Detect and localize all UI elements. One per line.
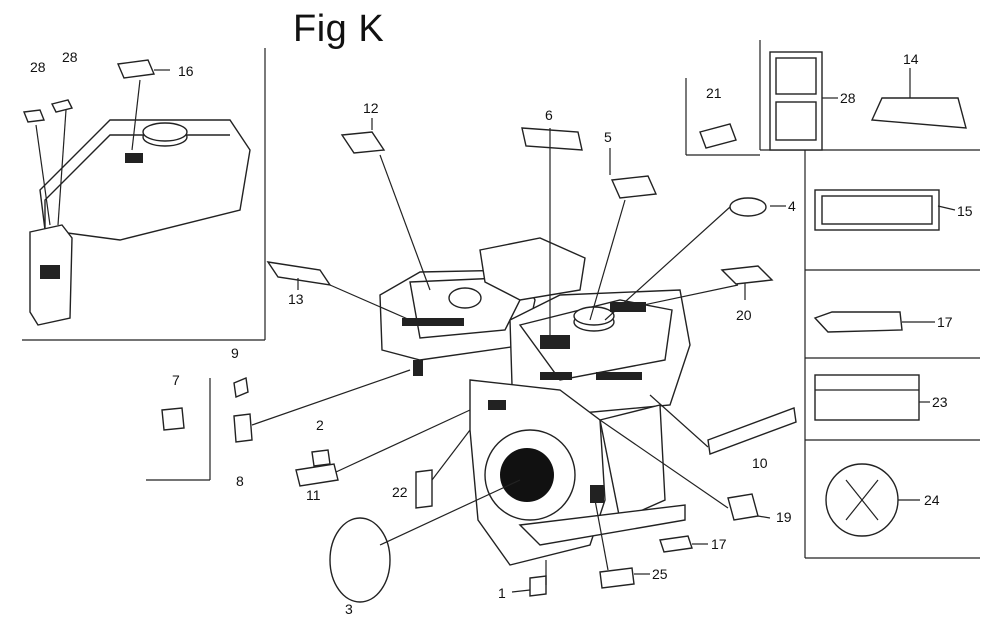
callout-29: 28: [30, 59, 46, 75]
callout-2: 2: [316, 417, 324, 433]
callout-numbers: 28 28 16 12 6 5 4 21 28 14 15 20 13 17 9…: [30, 49, 973, 617]
callout-6: 6: [545, 107, 553, 123]
inset-decals: [23, 59, 170, 123]
right-panel-decals: [769, 51, 967, 537]
callout-7: 7: [172, 372, 180, 388]
callout-19: 17: [711, 536, 727, 552]
callout-28b: 28: [840, 90, 856, 106]
callout-11: 11: [306, 487, 321, 503]
callout-21: 20: [736, 307, 752, 323]
callout-20: 19: [776, 509, 792, 525]
callout-22: 23: [932, 394, 948, 410]
callout-27: 25: [652, 566, 668, 582]
callout-25: 22: [392, 484, 408, 500]
callout-9: 9: [231, 345, 239, 361]
callout-12: 12: [363, 100, 379, 116]
callout-14: 14: [903, 51, 919, 67]
fuel-tank-inset: [29, 79, 251, 326]
callout-4: 4: [788, 198, 796, 214]
callout-28a: 28: [62, 49, 78, 65]
callout-10: 10: [752, 455, 768, 471]
callout-3: 3: [345, 601, 353, 617]
callout-5: 5: [604, 129, 612, 145]
callout-24: 24: [924, 492, 940, 508]
figure-title: Fig K: [293, 8, 385, 50]
callout-8: 8: [236, 473, 244, 489]
engine-body: [379, 237, 691, 566]
callout-17: 17: [937, 314, 953, 330]
callout-16: 16: [178, 63, 194, 79]
loose-decals: [161, 123, 797, 603]
callout-15: 15: [957, 203, 973, 219]
callout-23: 21: [706, 85, 722, 101]
callout-13: 13: [288, 291, 304, 307]
leader-lines: [251, 68, 956, 593]
callout-1: 1: [498, 585, 506, 601]
